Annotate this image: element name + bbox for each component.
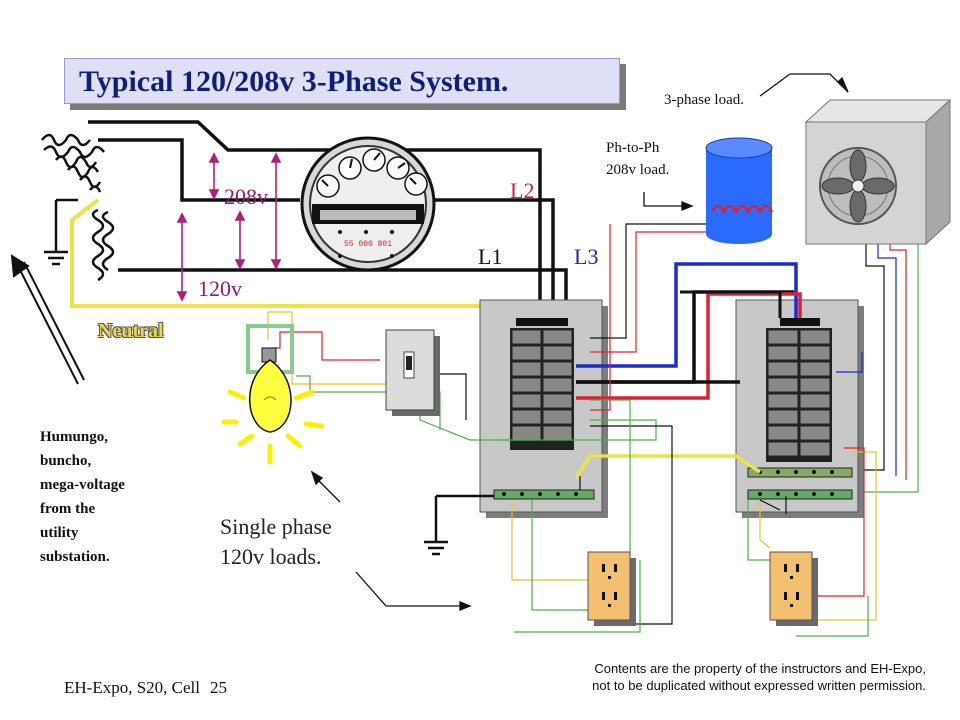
label-l2: L2 xyxy=(510,178,535,203)
utility-note: Humungo, buncho, mega-voltage from the u… xyxy=(40,425,125,569)
copyright-line2: not to be duplicated without expressed w… xyxy=(592,678,926,693)
utility-arrow xyxy=(10,254,85,385)
feeder-conductors xyxy=(574,262,802,479)
label-l1: L1 xyxy=(478,244,503,269)
utility-note-line: from the xyxy=(40,501,96,517)
title-banner: Typical 120/208v 3-Phase System. xyxy=(64,58,626,110)
electric-meter: 55 000 801 xyxy=(300,136,436,272)
page-title: Typical 120/208v 3-Phase System. xyxy=(79,65,509,98)
ground-symbol-transformer xyxy=(44,198,78,266)
utility-note-line: substation. xyxy=(40,549,110,565)
outlet-left xyxy=(587,551,636,626)
transformer-coils xyxy=(41,133,115,282)
label-120v: 120v xyxy=(198,276,242,301)
single-phase-line1: Single phase xyxy=(220,514,332,539)
distribution-panel-main xyxy=(479,299,608,518)
label-three-phase-load: 3-phase load. xyxy=(664,92,744,108)
copyright-line1: Contents are the property of the instruc… xyxy=(594,661,926,676)
light-bulb xyxy=(221,324,325,465)
title-box: Typical 120/208v 3-Phase System. xyxy=(64,58,620,104)
pointer-arrows xyxy=(310,73,849,611)
page-number: 25 xyxy=(210,678,227,697)
label-l3: L3 xyxy=(574,244,599,269)
footer-source: EH-Expo, S20, Cell 25 xyxy=(64,678,227,698)
voltage-arrows xyxy=(176,152,282,302)
footer-source-text: EH-Expo, S20, Cell xyxy=(64,678,200,697)
label-neutral: Neutral xyxy=(98,320,164,342)
ground-symbol-panel xyxy=(424,494,494,556)
footer-copyright: Contents are the property of the instruc… xyxy=(486,660,926,694)
three-phase-load-fan xyxy=(804,98,952,246)
coil-bottom xyxy=(91,208,115,282)
coil-top xyxy=(41,133,105,193)
utility-note-line: buncho, xyxy=(40,453,92,469)
label-ph-to-ph-1: Ph-to-Ph xyxy=(606,140,660,156)
single-phase-line2: 120v loads. xyxy=(220,544,322,569)
meter-number: 55 000 801 xyxy=(344,240,392,249)
feeder-extra xyxy=(680,290,782,318)
distribution-panel-sub xyxy=(735,299,864,518)
utility-note-line: mega-voltage xyxy=(40,477,125,493)
label-ph-to-ph-2: 208v load. xyxy=(606,162,670,178)
light-switch xyxy=(385,329,440,416)
single-phase-loads-label: Single phase 120v loads. xyxy=(220,512,332,572)
outlet-right xyxy=(769,551,818,626)
utility-note-line: Humungo, xyxy=(40,429,108,445)
label-208v: 208v xyxy=(224,184,268,209)
utility-note-line: utility xyxy=(40,525,79,541)
ph-to-ph-load-tank xyxy=(705,137,774,244)
